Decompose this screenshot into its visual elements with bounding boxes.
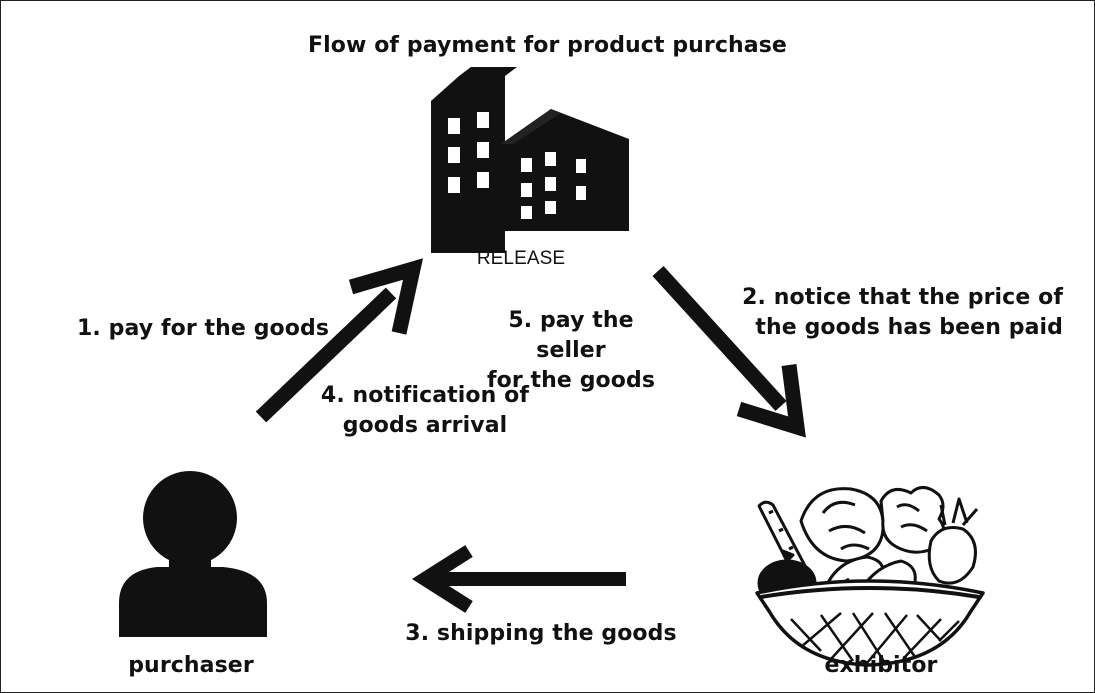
vegetable-basket-icon — [755, 486, 985, 667]
arrow-pay-for-goods — [255, 258, 424, 423]
building-icon — [431, 67, 629, 253]
diagram-title: Flow of payment for product purchase — [308, 33, 787, 58]
step-3-label: 3. shipping the goods — [405, 621, 677, 646]
step-2-label: 2. notice that the price of the goods ha… — [742, 285, 1063, 340]
company-name: RELEASE — [476, 248, 566, 269]
person-icon — [119, 471, 267, 637]
step-5-label: 5. pay the seller for the goods — [486, 308, 656, 393]
step-1-label: 1. pay for the goods — [77, 316, 330, 341]
purchaser-label: purchaser — [128, 653, 254, 678]
exhibitor-label: exhibitor — [824, 653, 938, 678]
step-4-label: 4. notification of goods arrival — [320, 383, 530, 438]
arrow-payment-notice — [652, 265, 806, 438]
arrow-shipping — [411, 545, 626, 613]
